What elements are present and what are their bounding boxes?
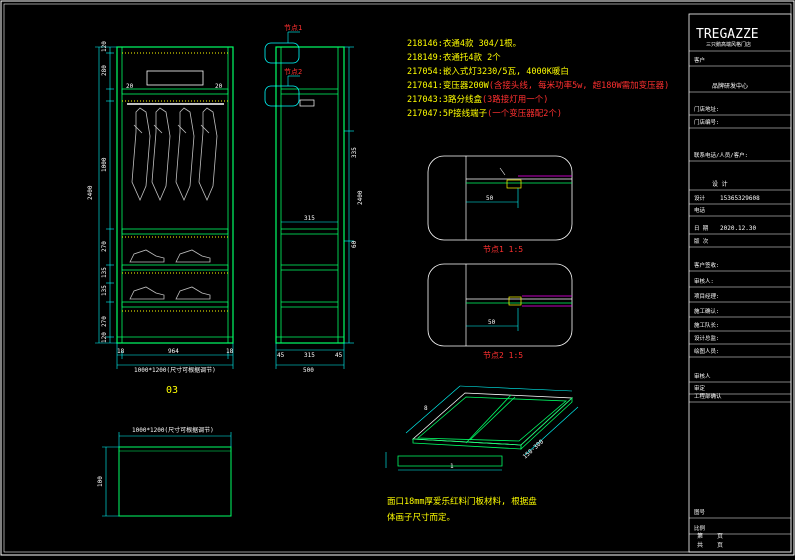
title-row-label: 版 次 (694, 237, 709, 245)
front-dim-a: 270 (101, 241, 108, 252)
title-row-label: 门店地址: (694, 105, 719, 113)
front-hanger-left: 20 (126, 83, 134, 90)
title-row-label: 电话 (694, 206, 706, 214)
front-cabinet-outline (116, 46, 234, 344)
title-row-label: 图号 (694, 508, 706, 516)
hanging-garments (131, 107, 218, 201)
side-elevation: 节点1 节点2 315 2400 335 60 45 315 45 500 (264, 24, 364, 374)
box-outline (118, 446, 232, 517)
sheet-c: 共 (697, 541, 703, 549)
box-height-label: 100 (97, 476, 104, 487)
title-row-label: 客户签收: (694, 261, 719, 269)
side-foot-c: 45 (335, 352, 343, 359)
title-row-label: 审定 (694, 384, 706, 392)
sheet-d: 页 (717, 542, 723, 549)
front-logo-box (146, 70, 204, 86)
title-row-label: 设计总监: (694, 334, 719, 342)
detail-2: 50 节点2 1:5 (427, 263, 573, 360)
detail1-label: 节点1 1:5 (483, 245, 523, 254)
title-row-value: 设 计 (712, 180, 728, 188)
detail1-dim: 50 (486, 195, 494, 202)
side-h1: 335 (351, 147, 358, 158)
side-foot-a: 45 (277, 352, 285, 359)
note-1: 218146:衣通4款 304/1根。 (407, 38, 521, 49)
title-row-value: 15365329608 (720, 195, 760, 202)
front-inner-width: 964 (168, 348, 179, 355)
title-row-label: 绘图人员: (694, 347, 719, 355)
front-dim-c: 135 (101, 267, 108, 278)
note-3: 217054:嵌入式灯3230/5瓦, 4000K暖白 (407, 66, 569, 77)
title-row-label: 联系电话/人员/客户: (694, 151, 748, 159)
sheet-b: 页 (717, 533, 723, 540)
side-height: 2400 (357, 190, 364, 205)
title-row-value: 品牌研发中心 (712, 82, 748, 90)
title-row-label: 设计 (694, 194, 706, 202)
note-4: 217041:变压器200W(含接头线, 每米功率5w, 超180W需加变压器) (407, 80, 669, 91)
front-hanger-right: 20 (215, 83, 223, 90)
side-cabinet-outline (275, 46, 345, 344)
sheet-a: 第 (697, 532, 703, 540)
brand-logo: TREGAZZE (696, 27, 759, 42)
front-dimension-lines (95, 46, 234, 369)
front-total-height: 2400 (87, 185, 94, 200)
side-foot-b: 315 (304, 352, 315, 359)
note-2: 218149:衣通托4款 2个 (407, 52, 501, 63)
shoes (129, 249, 211, 300)
detail-1: 50 节点1 1:5 (427, 155, 573, 254)
iso-drawer: 8 1 150-300 (385, 385, 579, 471)
detail2-label: 节点2 1:5 (483, 351, 523, 360)
callout-node1-box (264, 42, 300, 64)
title-row-value: 2020.12.30 (720, 225, 757, 232)
title-row-label: 施工队长: (694, 321, 719, 329)
callout-node1-label: 节点1 (284, 24, 302, 32)
box-elevation: 1000*1200(尺寸可根据调节) 100 (97, 426, 232, 517)
title-row-label: 审核人: (694, 277, 714, 285)
front-dim-hang: 1000 (101, 157, 108, 172)
title-row-label: 门店编号: (694, 118, 719, 126)
iso-dim-a: 8 (424, 405, 428, 412)
front-overall-width: 1000*1200(尺寸可根据调节) (134, 366, 216, 374)
callout-node2-box (264, 85, 300, 107)
title-row-label: 审核人 (694, 372, 711, 380)
view-id: 03 (166, 385, 178, 396)
front-dim-e: 270 (101, 316, 108, 327)
bottom-note-line1: 面口18mm厚爱乐红料门板材料, 根据盘 (387, 496, 537, 507)
side-total-depth: 500 (303, 367, 314, 374)
detail2-dim: 50 (488, 319, 496, 326)
callout-node2-label: 节点2 (284, 68, 302, 76)
box-width-label: 1000*1200(尺寸可根据调节) (132, 426, 214, 434)
title-row-label: 项目经理: (694, 292, 719, 300)
brand-sub-logo: 三只鹅高端风格门店 (706, 41, 751, 48)
side-h2: 60 (351, 240, 358, 248)
front-dim-bottom: 120 (101, 332, 108, 343)
front-side-left: 18 (117, 348, 125, 355)
title-row-label: 工程部确认 (694, 392, 722, 400)
note-5: 217043:3路分线盒(3路接灯用一个) (407, 94, 548, 105)
iso-dim-b: 1 (450, 463, 454, 470)
front-elevation: 2400 280 120 1000 270 135 135 270 120 20… (87, 41, 234, 396)
bottom-note-line2: 体画子尺寸而定。 (387, 512, 455, 523)
title-row-label: 客户 (694, 56, 705, 64)
title-row-label: 比例 (694, 524, 706, 532)
front-dim-d: 135 (101, 285, 108, 296)
front-side-right: 18 (226, 348, 234, 355)
front-dim-top: 280 (101, 65, 108, 76)
note-6: 217047:5P接线端子(一个变压器配2个) (407, 108, 562, 119)
spec-notes: 218146:衣通4款 304/1根。 218149:衣通托4款 2个 2170… (407, 38, 669, 119)
front-dim-cap: 120 (101, 41, 108, 52)
title-row-label: 施工确认: (694, 307, 719, 315)
side-depth-mid: 315 (304, 215, 315, 222)
title-row-label: 日 期 (694, 225, 709, 232)
